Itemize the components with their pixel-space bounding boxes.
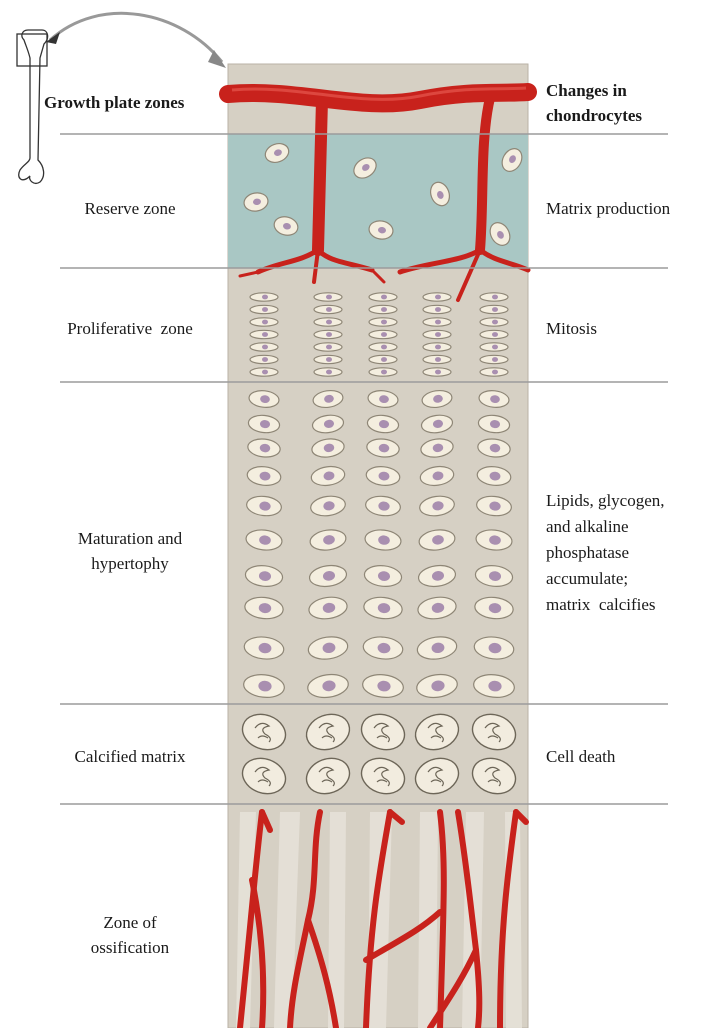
proliferative-cell bbox=[369, 305, 397, 313]
proliferative-cell bbox=[369, 330, 397, 338]
cell-death-label: Cell death bbox=[546, 746, 702, 767]
proliferative-cell bbox=[423, 330, 451, 338]
mitosis-label: Mitosis bbox=[546, 318, 702, 339]
proliferative-cell bbox=[250, 305, 278, 313]
maturation-change-line3: phosphatase bbox=[546, 542, 702, 563]
maturation-label-line1: Maturation and bbox=[30, 528, 230, 549]
maturation-change-line5: matrix calcifies bbox=[546, 594, 702, 615]
maturation-label-line2: hypertophy bbox=[30, 553, 230, 574]
reserve-zone-label: Reserve zone bbox=[30, 198, 230, 219]
proliferative-zone-label: Proliferative zone bbox=[30, 318, 230, 339]
proliferative-cell bbox=[480, 368, 508, 376]
proliferative-cell bbox=[250, 330, 278, 338]
changes-header-line1: Changes in bbox=[546, 80, 702, 101]
proliferative-cell bbox=[423, 368, 451, 376]
proliferative-cell bbox=[314, 355, 342, 363]
maturation-change-line4: accumulate; bbox=[546, 568, 702, 589]
proliferative-cell bbox=[250, 343, 278, 351]
proliferative-cell bbox=[423, 318, 451, 326]
maturation-change-line2: and alkaline bbox=[546, 516, 702, 537]
ossification-label-line1: Zone of bbox=[30, 912, 230, 933]
proliferative-cell bbox=[314, 318, 342, 326]
changes-header-line2: chondrocytes bbox=[546, 105, 702, 126]
growth-plate-zones-header: Growth plate zones bbox=[44, 92, 224, 113]
proliferative-cell bbox=[480, 355, 508, 363]
proliferative-cell bbox=[480, 293, 508, 301]
proliferative-cell bbox=[369, 318, 397, 326]
proliferative-cell bbox=[314, 305, 342, 313]
proliferative-cell bbox=[250, 355, 278, 363]
proliferative-cell bbox=[423, 293, 451, 301]
proliferative-cell bbox=[250, 368, 278, 376]
proliferative-cell bbox=[369, 355, 397, 363]
proliferative-cell bbox=[423, 355, 451, 363]
proliferative-cell bbox=[423, 343, 451, 351]
proliferative-cell bbox=[369, 368, 397, 376]
proliferative-cell bbox=[480, 330, 508, 338]
proliferative-cell bbox=[314, 343, 342, 351]
proliferative-cell bbox=[250, 318, 278, 326]
pointer-arrowhead bbox=[208, 50, 226, 68]
proliferative-cell bbox=[314, 368, 342, 376]
proliferative-cell bbox=[369, 293, 397, 301]
maturation-change-line1: Lipids, glycogen, bbox=[546, 490, 702, 511]
matrix-production-label: Matrix production bbox=[546, 198, 702, 219]
proliferative-cell bbox=[480, 343, 508, 351]
calcified-matrix-label: Calcified matrix bbox=[30, 746, 230, 767]
proliferative-cell bbox=[423, 305, 451, 313]
proliferative-cell bbox=[314, 293, 342, 301]
proliferative-cell bbox=[480, 318, 508, 326]
proliferative-cell bbox=[314, 330, 342, 338]
proliferative-cell bbox=[369, 343, 397, 351]
proliferative-cell bbox=[250, 293, 278, 301]
proliferative-cell bbox=[480, 305, 508, 313]
pointer-arrow bbox=[50, 13, 222, 62]
ossification-label-line2: ossification bbox=[30, 937, 230, 958]
